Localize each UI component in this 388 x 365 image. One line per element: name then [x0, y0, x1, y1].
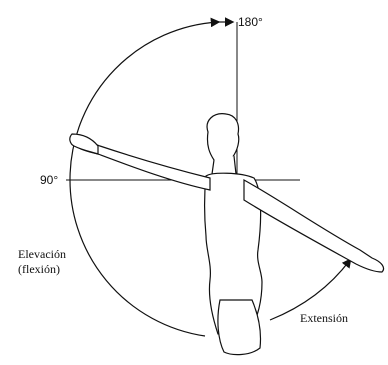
label-elevation: Elevación	[18, 247, 66, 261]
label-extension: Extensión	[300, 311, 348, 325]
label-180-degrees: 180°	[238, 15, 263, 29]
hands-at-side	[218, 300, 261, 355]
label-90-degrees: 90°	[40, 173, 58, 187]
hand-forward	[70, 134, 98, 154]
arm-extended	[244, 180, 384, 272]
label-flexion: (flexión)	[18, 262, 60, 276]
